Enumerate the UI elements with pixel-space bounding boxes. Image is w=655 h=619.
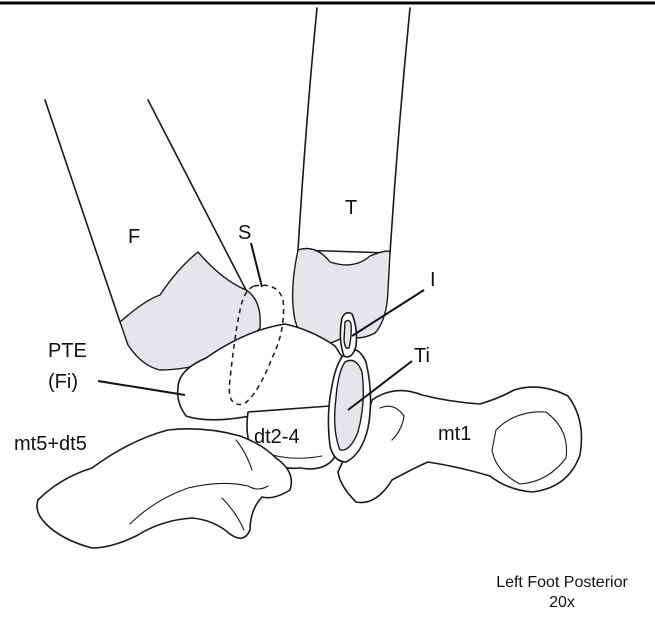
caption-view: Left Foot Posterior <box>496 574 628 591</box>
label-mt1: mt1 <box>438 423 471 445</box>
label-tibia: T <box>345 197 357 219</box>
label-s: S <box>238 222 251 244</box>
label-fibula: F <box>128 226 140 248</box>
pte-leader-line <box>98 381 185 395</box>
label-pte-sub: (Fi) <box>48 371 78 393</box>
label-i: I <box>430 269 436 291</box>
label-ti: Ti <box>414 345 430 367</box>
s-leader-line <box>251 243 262 287</box>
caption-magnification: 20x <box>549 594 575 611</box>
label-mt5-dt5: mt5+dt5 <box>14 433 87 455</box>
label-dt: dt2-4 <box>254 426 300 448</box>
i-cartilage <box>344 320 351 348</box>
label-pte: PTE <box>48 340 87 362</box>
